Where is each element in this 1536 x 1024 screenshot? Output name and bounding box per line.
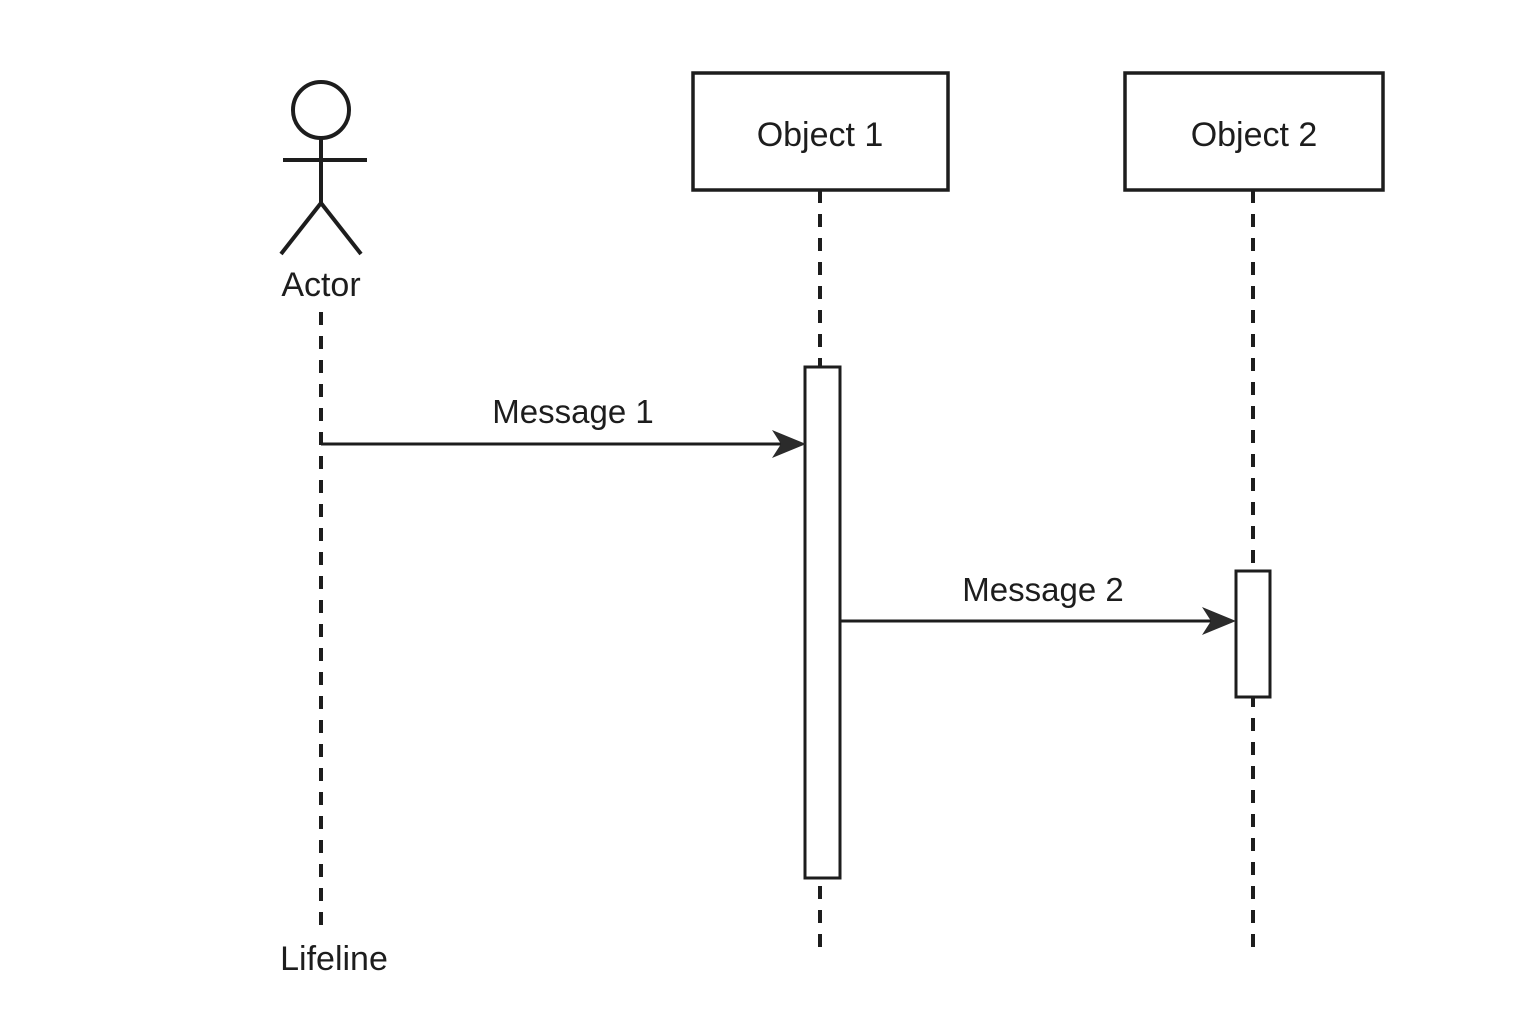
lifeline-annotation-label: Lifeline <box>280 940 388 978</box>
message-2-arrow[interactable]: Message 2 <box>840 571 1236 635</box>
message-2-label: Message 2 <box>962 571 1123 608</box>
message-1-arrow[interactable]: Message 1 <box>321 393 806 458</box>
object2-box[interactable] <box>1123 71 1385 192</box>
participant-object2[interactable]: Object 2 <box>1123 71 1385 952</box>
participant-object1[interactable]: Object 1 <box>691 71 950 952</box>
object2-label: Object 2 <box>1191 116 1318 154</box>
message-1-arrowhead-icon <box>772 430 806 458</box>
message-1-label: Message 1 <box>492 393 653 430</box>
actor-stick-figure-icon <box>279 80 367 256</box>
actor-head-icon <box>291 80 351 140</box>
object1-activation-bar[interactable] <box>803 365 842 880</box>
participant-actor[interactable]: Actor <box>279 80 367 925</box>
object2-activation-bar[interactable] <box>1234 569 1272 699</box>
actor-right-leg-line <box>319 201 363 256</box>
object1-box[interactable] <box>691 71 950 192</box>
actor-left-leg-line <box>279 201 323 256</box>
actor-label: Actor <box>281 266 360 304</box>
message-2-arrowhead-icon <box>1202 607 1236 635</box>
object1-label: Object 1 <box>757 116 884 154</box>
